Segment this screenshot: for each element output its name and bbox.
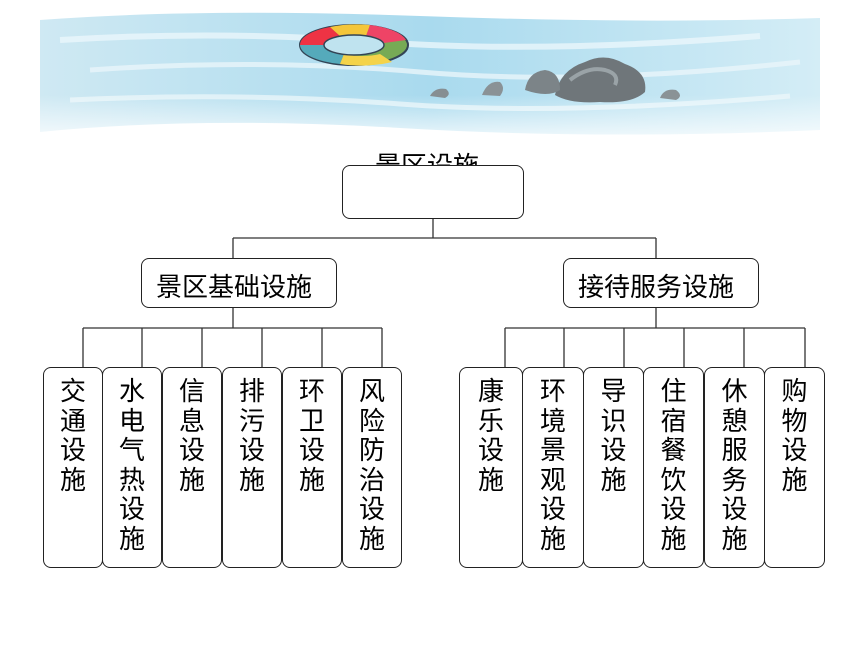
leaf-label: 水电气热设施 bbox=[118, 377, 145, 555]
rocks-icon bbox=[430, 57, 680, 103]
branch-label-basic-facilities: 景区基础设施 bbox=[156, 273, 313, 303]
leaf-box: 排污设施 bbox=[222, 367, 282, 568]
leaf-box: 环境景观设施 bbox=[522, 367, 584, 568]
branch-box-basic-facilities: 景区基础设施 bbox=[141, 258, 337, 308]
leaf-box: 水电气热设施 bbox=[102, 367, 162, 568]
leaf-box: 交通设施 bbox=[43, 367, 103, 568]
leaf-box: 康乐设施 bbox=[459, 367, 523, 568]
leaf-label: 住宿餐饮设施 bbox=[660, 377, 687, 555]
leaf-label: 导识设施 bbox=[600, 377, 627, 496]
leaf-box: 导识设施 bbox=[583, 367, 644, 568]
leaf-label: 风险防治设施 bbox=[358, 377, 385, 555]
banner-illustration bbox=[0, 0, 860, 150]
leaf-label: 购物设施 bbox=[781, 377, 808, 496]
leaf-label: 交通设施 bbox=[59, 377, 86, 496]
root-box bbox=[342, 165, 524, 219]
leaf-box: 休憩服务设施 bbox=[704, 367, 765, 568]
leaf-label: 休憩服务设施 bbox=[721, 377, 748, 555]
leaf-label: 环卫设施 bbox=[298, 377, 325, 496]
leaf-label: 信息设施 bbox=[178, 377, 205, 496]
leaf-box: 信息设施 bbox=[162, 367, 222, 568]
swim-ring-icon bbox=[299, 24, 409, 66]
leaf-box: 环卫设施 bbox=[282, 367, 342, 568]
branch-box-service-facilities: 接待服务设施 bbox=[563, 258, 759, 308]
leaf-label: 康乐设施 bbox=[477, 377, 504, 496]
leaf-box: 购物设施 bbox=[764, 367, 825, 568]
leaf-box: 风险防治设施 bbox=[342, 367, 402, 568]
leaf-label: 环境景观设施 bbox=[539, 377, 566, 555]
branch-label-service-facilities: 接待服务设施 bbox=[578, 273, 735, 303]
leaf-label: 排污设施 bbox=[238, 377, 265, 496]
leaf-box: 住宿餐饮设施 bbox=[643, 367, 704, 568]
